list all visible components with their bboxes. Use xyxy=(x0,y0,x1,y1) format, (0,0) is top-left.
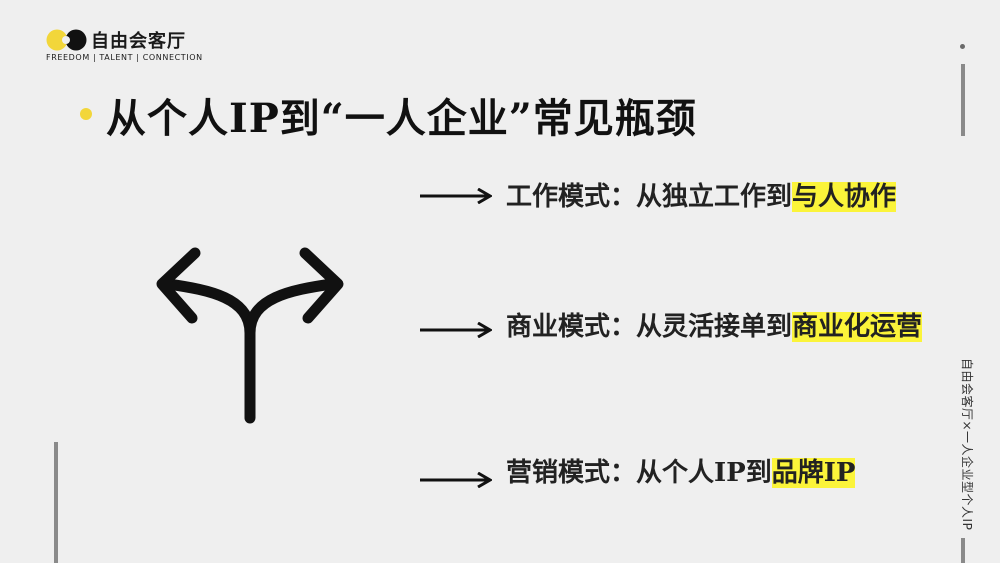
slide-title: 从个人IP到“一人企业”常见瓶颈 xyxy=(106,95,697,142)
side-dot xyxy=(960,44,965,49)
left-accent-line xyxy=(54,442,58,563)
brand-logo-dots-icon xyxy=(46,29,87,51)
title-bullet-dot xyxy=(80,108,92,120)
bottleneck-highlight: 品牌IP xyxy=(771,458,856,488)
right-accent-line-bottom xyxy=(961,538,965,563)
long-arrow-right-icon xyxy=(420,472,492,488)
long-arrow-right-icon xyxy=(420,188,492,204)
right-accent-line-top xyxy=(961,64,965,136)
bottleneck-text: 商业模式：从灵活接单到商业化运营 xyxy=(506,312,923,342)
bottleneck-text: 工作模式：从独立工作到与人协作 xyxy=(506,182,897,212)
long-arrow-right-icon xyxy=(420,322,492,338)
brand-logo: 自由会客厅 FREEDOM | TALENT | CONNECTION xyxy=(46,26,246,66)
fork-arrow-icon xyxy=(156,247,344,424)
bottleneck-text: 营销模式：从个人IP到品牌IP xyxy=(506,458,856,488)
bottleneck-highlight: 与人协作 xyxy=(792,182,897,212)
brand-tagline: FREEDOM | TALENT | CONNECTION xyxy=(46,53,203,62)
side-label: 自由会客厅×一人企业型个人IP xyxy=(960,358,974,531)
bottleneck-highlight: 商业化运营 xyxy=(792,312,923,342)
brand-name: 自由会客厅 xyxy=(91,31,186,52)
